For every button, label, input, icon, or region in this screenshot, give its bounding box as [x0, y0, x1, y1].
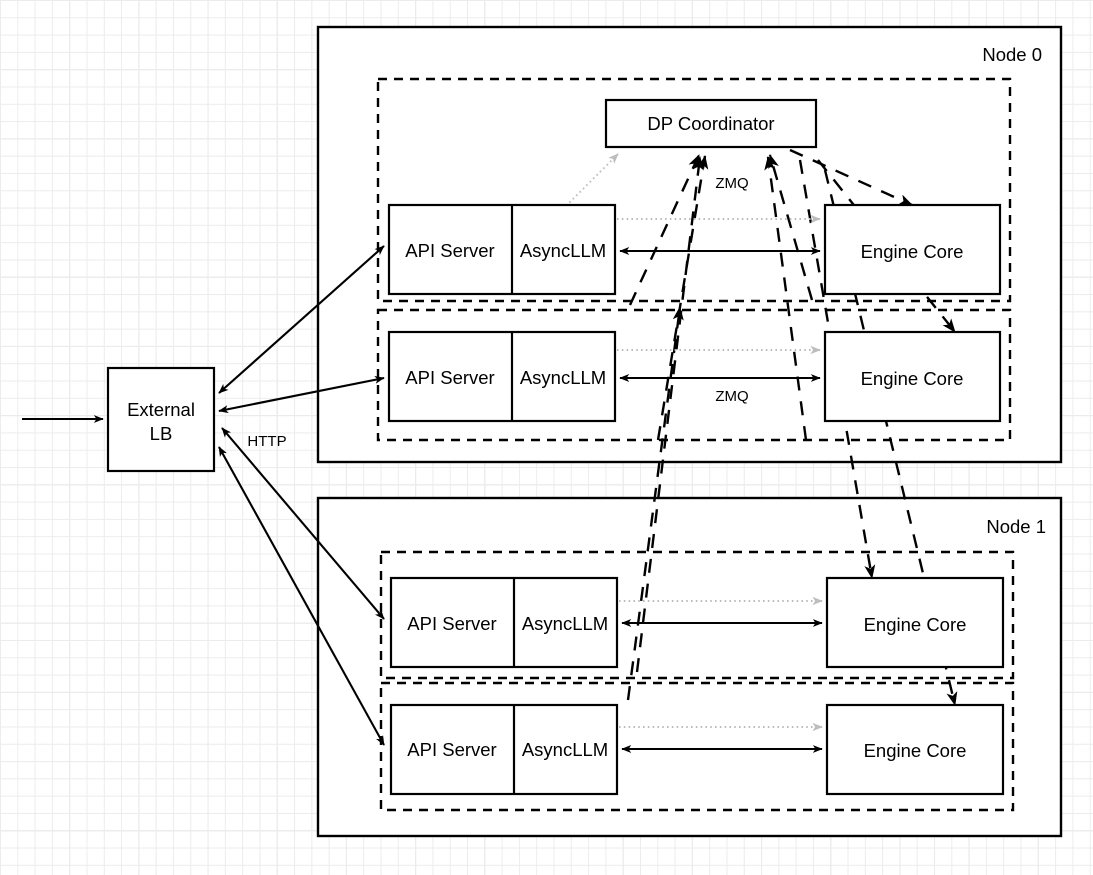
node-1-rank-0-group: [379, 550, 1015, 680]
async-llm-label-n1r0: AsyncLLM: [522, 613, 608, 634]
dp-edge-n1r0-async: [635, 156, 704, 673]
engine-core-box-n1r1[interactable]: [825, 703, 1005, 796]
node-1-rank-1-group: [379, 681, 1015, 812]
engine-core-box-n0r0[interactable]: [823, 203, 1002, 296]
http-label: HTTP: [247, 433, 286, 450]
engine-core-label-n0r1: Engine Core: [861, 368, 964, 389]
dp-coordinator-label: DP Coordinator: [647, 113, 774, 134]
external-lb-label-line1: External: [127, 399, 195, 420]
api-server-label-n0r1: API Server: [405, 367, 494, 388]
engine-core-label-n1r1: Engine Core: [864, 740, 967, 761]
dp-edge-n0r1-engine: [764, 156, 808, 441]
lb-edge-node0-rank1: [218, 375, 385, 414]
async-llm-label-n0r0: AsyncLLM: [520, 240, 606, 261]
zmq-label-n0r1: ZMQ: [715, 388, 748, 405]
node-0-rank-1: API Server AsyncLLM Engine Core ZMQ: [387, 330, 1002, 423]
dp-coordinator-box[interactable]: [604, 98, 818, 149]
engine-core-label-n1r0: Engine Core: [864, 614, 967, 635]
dp-edge-n0r0-engine: [768, 154, 814, 301]
node-1-title: Node 1: [986, 516, 1046, 537]
node-1-rank-1: API Server AsyncLLM Engine Core: [389, 703, 1005, 796]
engine-core-box-n1r0[interactable]: [825, 576, 1005, 669]
api-server-box-n0r1[interactable]: [387, 330, 617, 423]
api-server-label-n1r1: API Server: [407, 739, 496, 760]
lb-to-api-edges: [22, 245, 385, 746]
async-llm-label-n1r1: AsyncLLM: [522, 739, 608, 760]
lb-edge-node1-rank1: [218, 446, 385, 746]
dp-edge-to-n0r0-engine: [789, 148, 913, 207]
dp-edge-n0r0-async: [628, 154, 701, 306]
api-server-box-n1r1[interactable]: [389, 703, 619, 796]
node-1-rank-0: API Server AsyncLLM Engine Core: [389, 576, 1005, 669]
external-lb-box[interactable]: [106, 366, 216, 473]
api-server-label-n0r0: API Server: [405, 240, 494, 261]
node-0-rank-0: API Server AsyncLLM Engine Core: [387, 203, 1002, 296]
zmq-label-coordinator: ZMQ: [715, 175, 748, 192]
api-server-box-n1r0[interactable]: [389, 576, 619, 669]
node-0-rank-0-group: [376, 77, 1012, 303]
external-lb-label-line2: LB: [150, 423, 173, 444]
engine-core-box-n0r1[interactable]: [823, 330, 1002, 423]
node-0-title: Node 0: [982, 44, 1042, 65]
lb-edge-node0-rank0: [218, 245, 385, 394]
dp-edge-n1r1-async: [626, 306, 684, 701]
engine-core-label-n0r0: Engine Core: [861, 241, 964, 262]
async-llm-label-n0r1: AsyncLLM: [520, 367, 606, 388]
dp-coordinator[interactable]: DP Coordinator: [604, 98, 818, 149]
external-lb[interactable]: External LB HTTP: [106, 366, 287, 473]
api-server-box-n0r0[interactable]: [387, 203, 617, 296]
api-server-label-n1r0: API Server: [407, 613, 496, 634]
